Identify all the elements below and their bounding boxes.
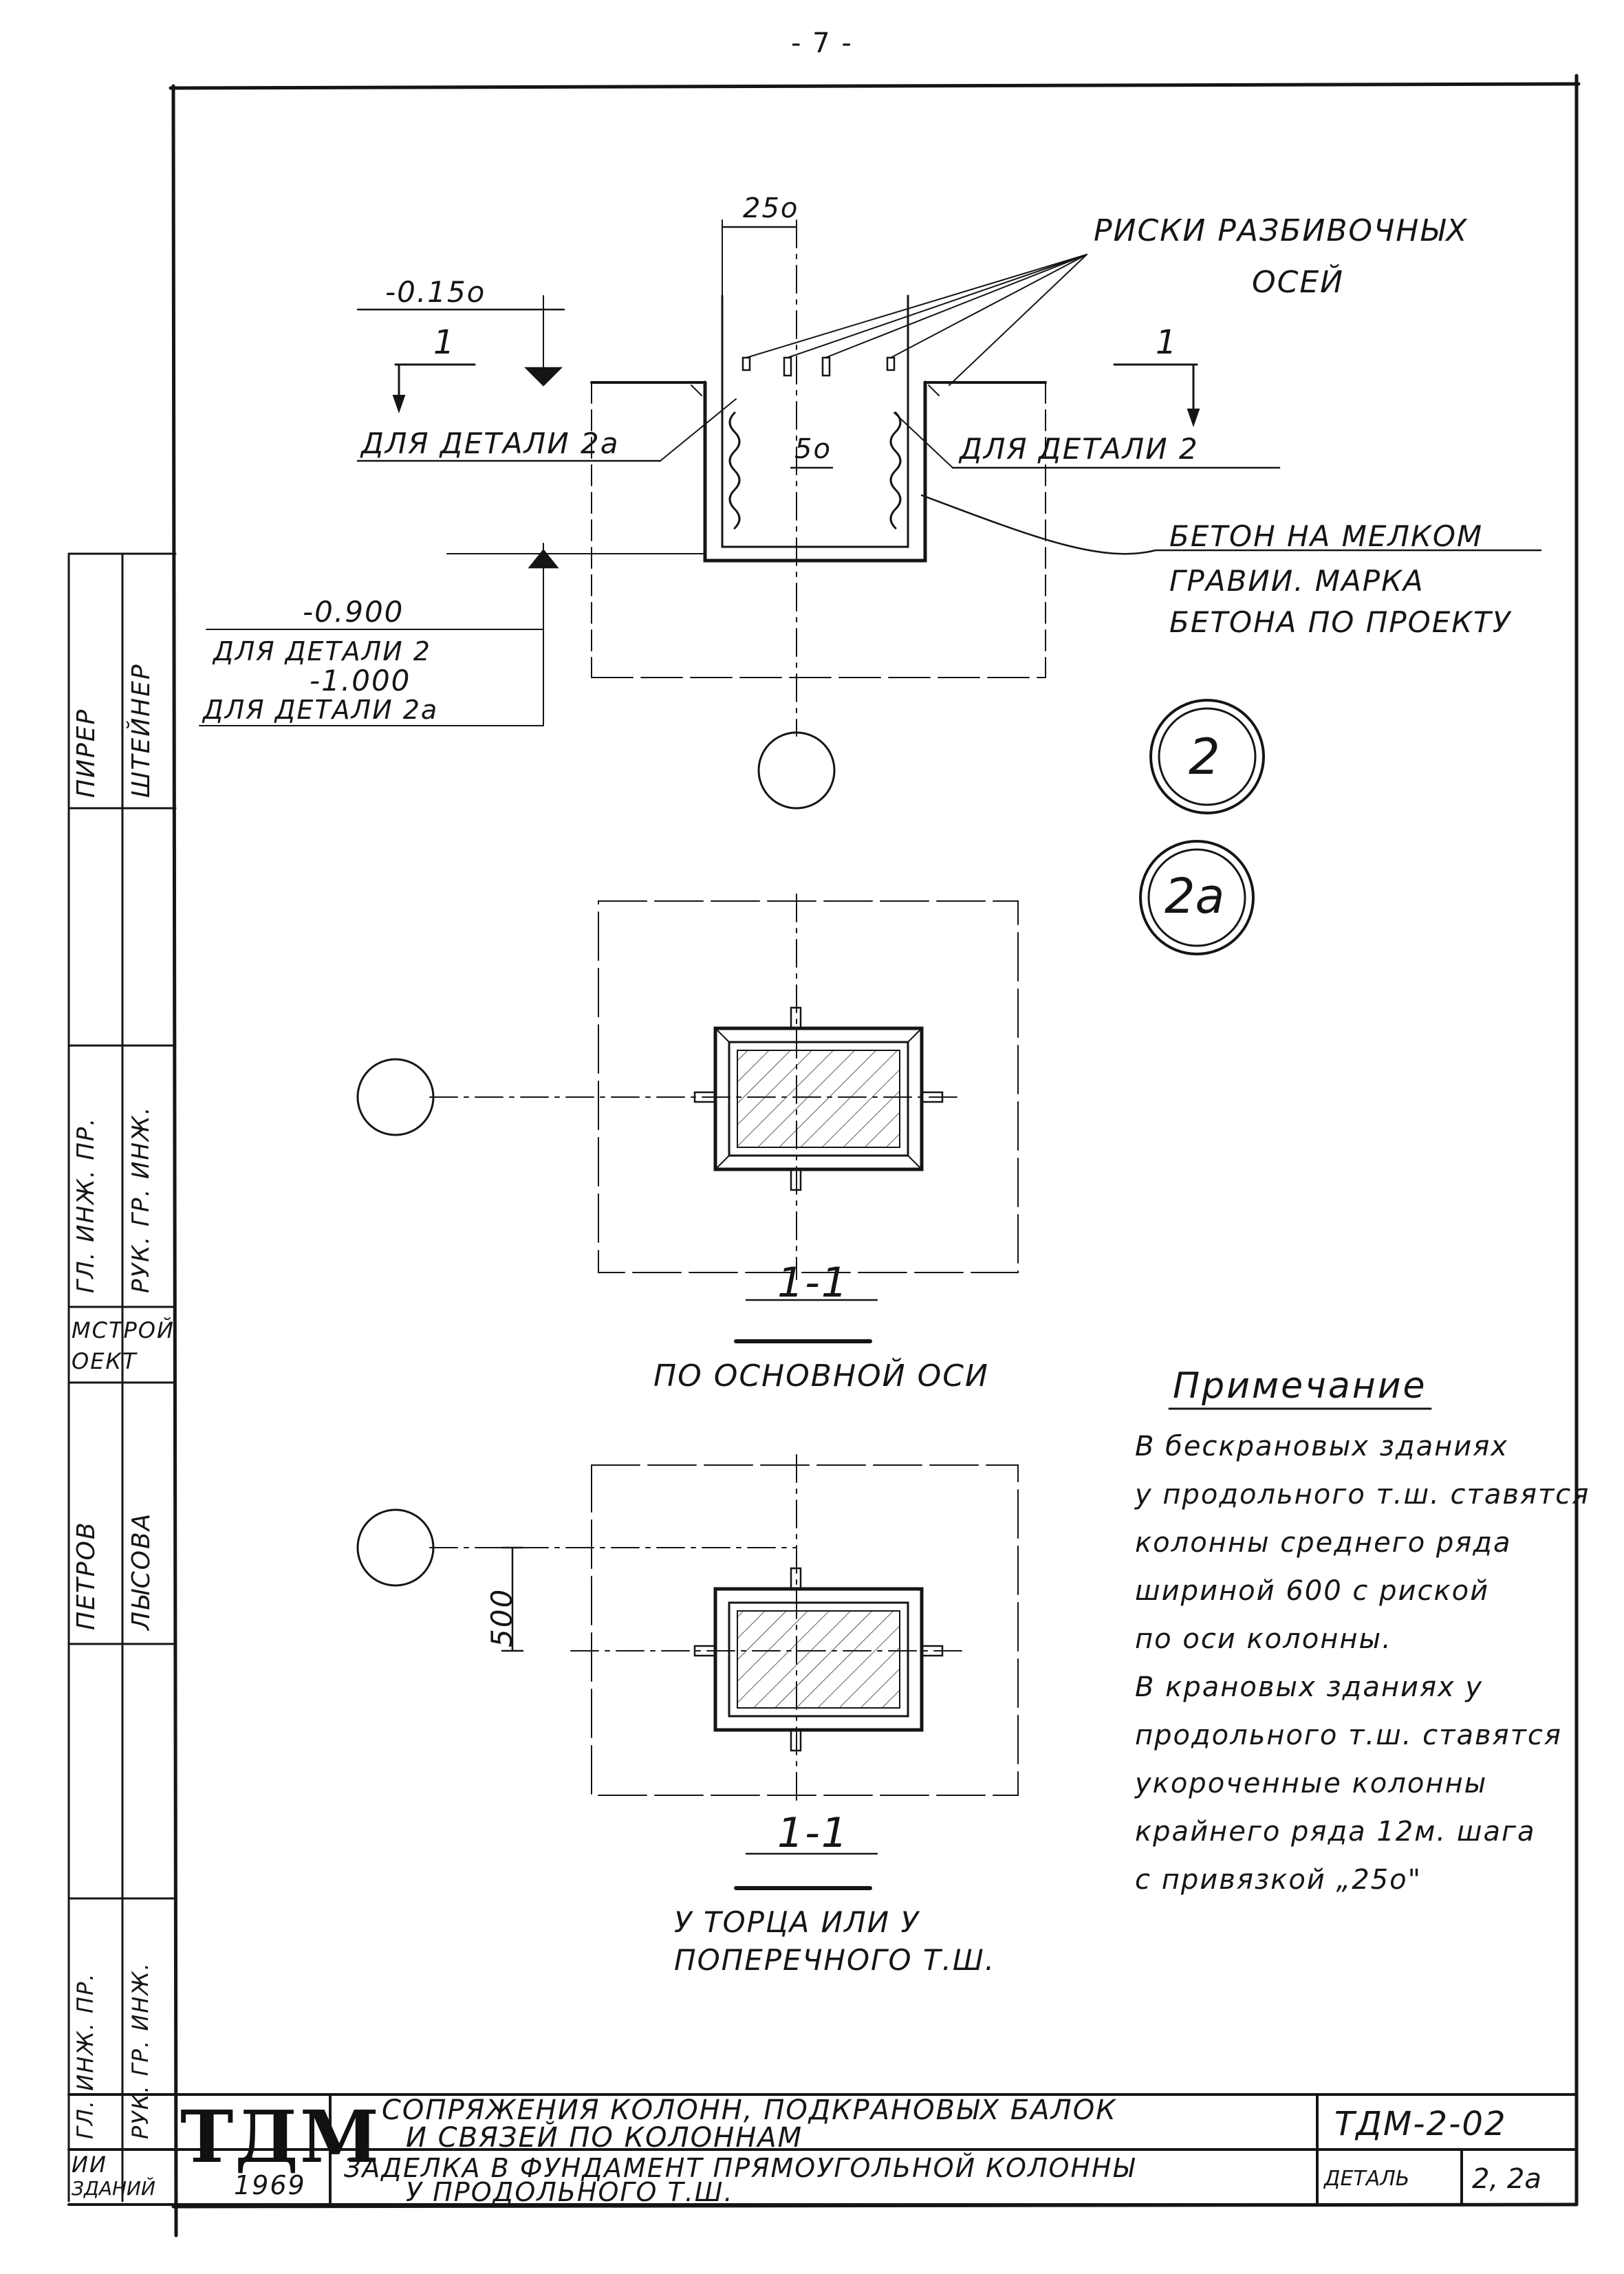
title-line-2: И СВЯЗЕЙ ПО КОЛОННАМ — [406, 2122, 803, 2154]
plan-1 — [356, 894, 1019, 1343]
frame-top — [169, 82, 1581, 90]
note-line: с привязкой „25о" — [1135, 1864, 1422, 1896]
strip-name: МСТРОЙ — [72, 1317, 175, 1343]
axis-bubble-top — [757, 731, 836, 810]
detail-marker-2 — [1149, 699, 1265, 814]
level-1000-note: ДЛЯ ДЕТАЛИ 2а — [203, 695, 439, 725]
frame-left — [171, 84, 178, 2238]
level-0900-note: ДЛЯ ДЕТАЛИ 2 — [213, 636, 431, 667]
left-strip-grid — [67, 552, 177, 2202]
plan-2-caption-line1: У ТОРЦА ИЛИ У — [674, 1905, 920, 1939]
note-line: крайнего ряда 12м. шага — [1135, 1816, 1536, 1848]
note-title: Примечание — [1173, 1365, 1427, 1407]
note-line: шириной 600 с риской — [1135, 1575, 1490, 1607]
plan-1-caption: ПО ОСНОВНОЙ ОСИ — [653, 1358, 989, 1394]
title-block-grid — [67, 2093, 1578, 2206]
strip-name: ИИ — [72, 2152, 107, 2178]
cut-label-right: 1 — [1156, 323, 1178, 362]
plan-2-dimension-500: 500 — [485, 1588, 519, 1647]
title-line-1: СОПРЯЖЕНИЯ КОЛОНН, ПОДКРАНОВЫХ БАЛОК — [382, 2094, 1117, 2126]
note-line: у продольного т.ш. ставятся — [1135, 1479, 1590, 1510]
detail-marker-2a-label: 2а — [1165, 868, 1225, 924]
drawing-code: ТДМ-2-02 — [1334, 2105, 1507, 2143]
plan-2-caption-line2: ПОПЕРЕЧНОГО Т.Ш. — [674, 1943, 996, 1977]
plan-2 — [356, 1454, 1019, 1890]
detail-2-label: ДЛЯ ДЕТАЛИ 2 — [960, 432, 1199, 466]
note-line: В бескрановых зданиях — [1135, 1431, 1508, 1462]
cut-label-left: 1 — [433, 323, 456, 362]
note-line: колонны среднего ряда — [1135, 1527, 1512, 1559]
note-line: продольного т.ш. ставятся — [1135, 1720, 1562, 1751]
strip-name: РУК. ГР. ИНЖ. — [127, 1105, 155, 1293]
subtitle-line-2: У ПРОДОЛЬНОГО Т.Ш. — [406, 2177, 734, 2207]
marks-label-line2: ОСЕЙ — [1252, 265, 1345, 300]
strip-name: ГЛ. ИНЖ. ПР. — [72, 1116, 100, 1293]
strip-name: ГЛ. ИНЖ. ПР. — [72, 1972, 98, 2139]
strip-name: ОЕКТ — [72, 1348, 138, 1374]
strip-name: ШТЕЙНЕР — [127, 663, 155, 798]
concrete-note-line1: БЕТОН НА МЕЛКОМ — [1169, 519, 1484, 553]
detail-2a-label: ДЛЯ ДЕТАЛИ 2а — [361, 426, 620, 460]
strip-name: РУК. ГР. ИНЖ. — [127, 1962, 153, 2139]
strip-name: ЗДАНИЙ — [72, 2177, 155, 2200]
plan-1-section-label: 1-1 — [777, 1259, 849, 1307]
concrete-note-line3: БЕТОНА ПО ПРОЕКТУ — [1169, 605, 1512, 639]
dimension-50: 5о — [794, 433, 832, 465]
year: 1969 — [234, 2170, 306, 2200]
strip-name: ПИРЕР — [72, 708, 100, 798]
strip-name: ЛЫСОВА — [127, 1512, 155, 1630]
strip-name: ПЕТРОВ — [72, 1521, 100, 1630]
level-minus-0900: -0.900 — [303, 595, 404, 629]
detail-label: ДЕТАЛЬ — [1324, 2167, 1410, 2191]
detail-value: 2, 2а — [1472, 2163, 1541, 2195]
detail-marker-2a — [1139, 840, 1255, 955]
note-line: по оси колонны. — [1135, 1623, 1392, 1655]
detail-marker-2-label: 2 — [1189, 728, 1220, 786]
marks-label-line1: РИСКИ РАЗБИВОЧНЫХ — [1094, 213, 1469, 248]
section-socket — [199, 219, 1542, 737]
subtitle-line-1: ЗАДЕЛКА В ФУНДАМЕНТ ПРЯМОУГОЛЬНОЙ КОЛОНН… — [344, 2153, 1136, 2183]
page-number: - 7 - — [791, 28, 853, 59]
plan-2-section-label: 1-1 — [777, 1809, 849, 1857]
note-line: В крановых зданиях у — [1135, 1671, 1484, 1703]
level-minus-1000: -1.000 — [310, 664, 411, 697]
concrete-note-line2: ГРАВИИ. МАРКА — [1169, 564, 1425, 598]
dimension-250: 25о — [743, 193, 799, 224]
note-line: укороченные колонны — [1135, 1768, 1488, 1799]
level-minus-0150: -0.15о — [385, 275, 486, 309]
org-stamp: ТДМ — [180, 2094, 380, 2179]
